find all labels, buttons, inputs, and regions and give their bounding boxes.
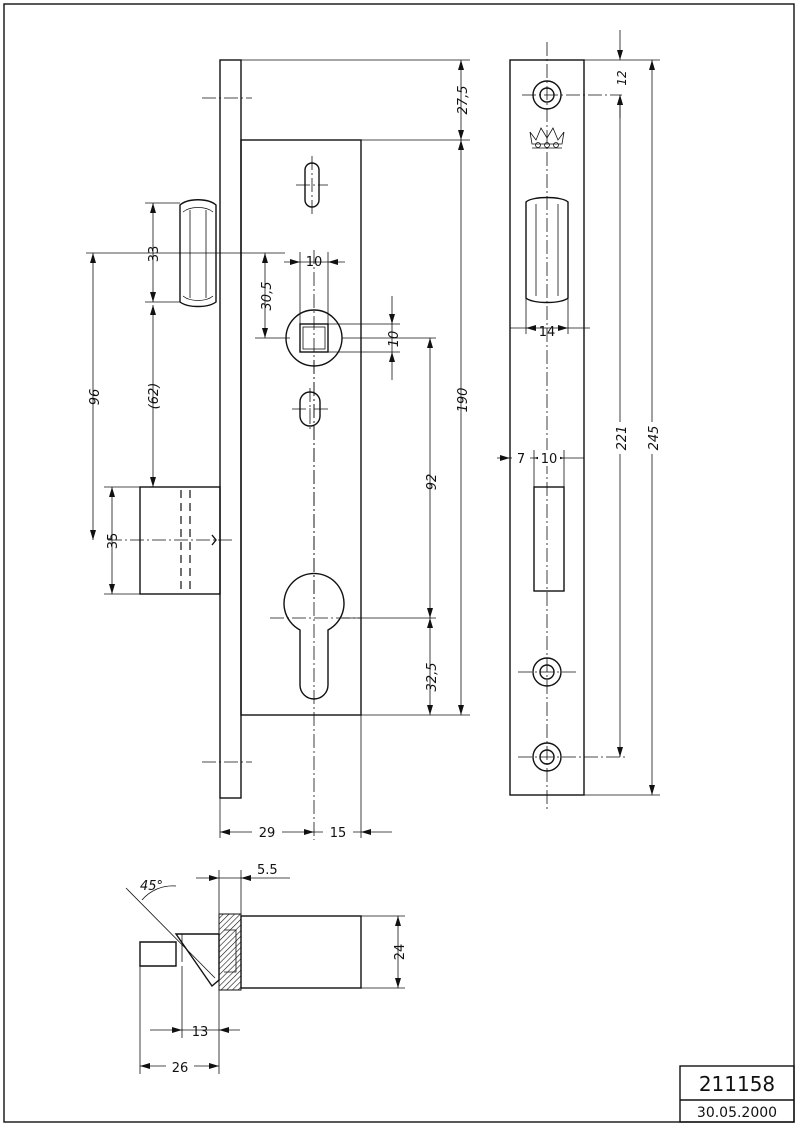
dim-bolt-offset: 7 — [517, 452, 525, 467]
dim-throw: 13 — [192, 1025, 209, 1040]
bolt-flange — [218, 913, 242, 991]
dim-case-height: 190 — [456, 388, 471, 413]
bolt-side-view: 45° 5.5 24 13 26 — [125, 863, 408, 1076]
dim-latch-to-spindle: 30,5 — [260, 282, 275, 311]
dim-latch-center-to-bolt: 96 — [88, 389, 103, 406]
dim-spindle-square: 10 — [387, 331, 402, 348]
dim-top-offset: 27,5 — [456, 86, 471, 115]
cylinder-hole — [270, 572, 360, 700]
dim-screw-distance: 221 — [615, 426, 630, 451]
deadbolt — [108, 486, 232, 595]
lock-case — [240, 139, 362, 716]
dim-angle: 45° — [140, 879, 163, 894]
front-view: 33 30,5 (62) 96 35 10 10 — [86, 59, 471, 841]
dim-latch-to-bolt: (62) — [147, 383, 162, 410]
latch — [179, 199, 217, 308]
dim-total: 26 — [172, 1061, 189, 1076]
dim-bolt-slot-width: 10 — [541, 452, 558, 467]
dim-spindle-to-cylinder: 92 — [425, 474, 440, 491]
faceplate-view: 14 7 10 12 — [497, 30, 662, 810]
dim-latch: 33 — [147, 246, 162, 263]
dim-case-depth: 15 — [330, 826, 347, 841]
forend-plate — [219, 59, 242, 799]
crown-logo — [529, 127, 565, 149]
dim-bolt: 35 — [106, 533, 121, 550]
drawing-date: 30.05.2000 — [697, 1105, 777, 1121]
screw-hole-bottom — [518, 742, 628, 772]
bolt-slot — [533, 486, 565, 592]
screw-hole-top — [522, 80, 622, 110]
lower-slot — [292, 388, 330, 430]
dim-cylinder-to-bottom: 32,5 — [425, 663, 440, 692]
dim-backset: 29 — [259, 826, 276, 841]
dim-bolt-height: 24 — [393, 944, 408, 961]
dim-screw-top: 12 — [615, 70, 629, 85]
screw-hole-middle — [518, 657, 578, 687]
sheet-border — [3, 3, 795, 1123]
dim-spindle-width: 10 — [306, 255, 323, 270]
part-number: 211158 — [699, 1072, 775, 1096]
dim-faceplate-length: 245 — [647, 426, 662, 451]
upper-slot — [296, 156, 328, 216]
dim-flange: 5.5 — [257, 863, 278, 878]
dim-latch-slot-width: 14 — [539, 325, 556, 340]
title-block: 211158 30.05.2000 — [679, 1065, 795, 1123]
